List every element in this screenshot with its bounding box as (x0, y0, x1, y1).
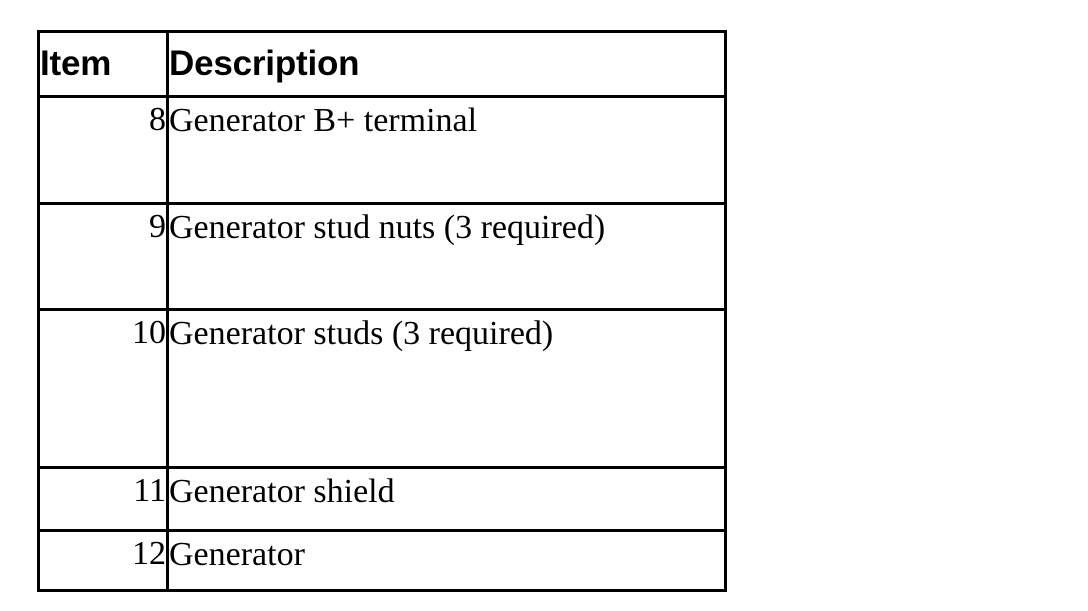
cell-item-description: Generator studs (3 required) (166, 308, 727, 469)
table-body: 8 Generator B+ terminal 9 Generator stud… (37, 95, 727, 592)
table-row: 10 Generator studs (3 required) (37, 308, 727, 469)
table-row: 9 Generator stud nuts (3 required) (37, 202, 727, 311)
cell-item-number: 8 (37, 95, 169, 205)
cell-item-description: Generator shield (166, 466, 727, 532)
cell-item-number: 10 (37, 308, 169, 469)
cell-item-description: Generator (166, 529, 727, 592)
parts-table: Item Description 8 Generator B+ terminal… (37, 30, 727, 592)
cell-item-number: 9 (37, 202, 169, 311)
cell-item-number: 12 (37, 529, 169, 592)
cell-item-description: Generator B+ terminal (166, 95, 727, 205)
table-header-row: Item Description (37, 30, 727, 98)
column-header-description: Description (166, 30, 727, 98)
cell-item-number: 11 (37, 466, 169, 532)
table-row: 12 Generator (37, 529, 727, 592)
table-row: 11 Generator shield (37, 466, 727, 532)
cell-item-description: Generator stud nuts (3 required) (166, 202, 727, 311)
table-row: 8 Generator B+ terminal (37, 95, 727, 205)
column-header-item: Item (37, 30, 169, 98)
table-header: Item Description (37, 30, 727, 98)
parts-table-container: Item Description 8 Generator B+ terminal… (37, 30, 727, 592)
